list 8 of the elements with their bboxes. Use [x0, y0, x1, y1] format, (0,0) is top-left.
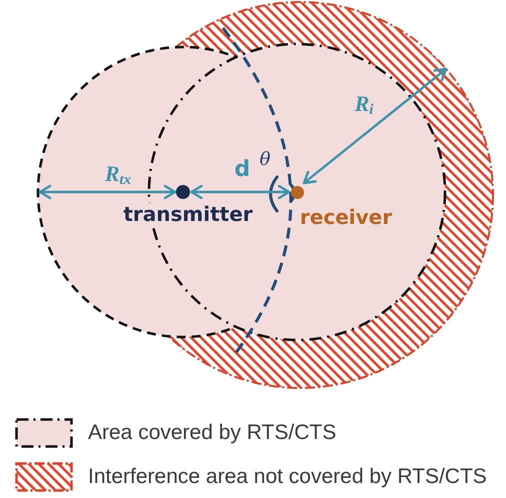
legend-text: Interference area not covered by RTS/CTS	[88, 464, 487, 490]
legend-text: Area covered by RTS/CTS	[88, 420, 336, 446]
dimension-label: R$_{i}$	[354, 92, 374, 116]
angle-label: θ	[260, 150, 270, 170]
station-label: transmitter	[123, 203, 253, 225]
dimension-label: R$_{tx}$	[104, 162, 132, 186]
double-arrow	[190, 184, 290, 200]
edge-label: d	[234, 158, 250, 182]
